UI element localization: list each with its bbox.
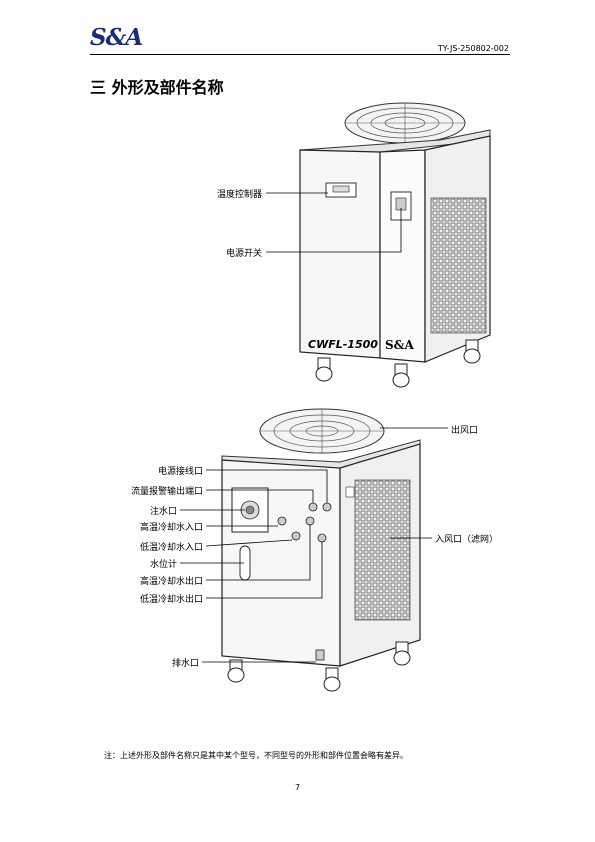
label-power-terminal: 电源接线口 — [157, 467, 203, 477]
document-code: TY-JS-250802-002 — [437, 44, 509, 53]
side-grill — [430, 197, 487, 334]
label-temperature-controller: 温度控制器 — [216, 190, 262, 200]
label-high-temp-outlet: 高温冷却水出口 — [139, 577, 203, 587]
caster-icon — [227, 641, 411, 692]
label-low-temp-inlet: 低温冷却水入口 — [139, 543, 203, 553]
drain-valve — [315, 649, 325, 661]
footnote: 注：上述外形及部件名称只是其中某个型号，不同型号的外形和部件位置会略有差异。 — [104, 751, 408, 760]
label-drain-port: 排水口 — [171, 659, 199, 669]
water-port-icon — [277, 502, 332, 543]
front-door — [379, 149, 426, 363]
label-power-switch: 电源开关 — [225, 249, 262, 259]
label-low-temp-outlet: 低温冷却水出口 — [139, 595, 203, 605]
front-panel — [299, 149, 381, 359]
label-water-fill-port: 注水口 — [149, 507, 177, 517]
label-water-gauge: 水位计 — [149, 560, 177, 570]
label-flow-alarm-port: 流量报警输出端口 — [130, 487, 203, 497]
caster-icon — [315, 339, 481, 388]
page-number: 7 — [294, 783, 301, 792]
label-air-inlet-filter: 入风口（滤网） — [435, 535, 499, 545]
front-view-unit: CWFL-1500 S&A — [266, 102, 491, 388]
brand-logo: S&A — [90, 24, 143, 51]
header-divider — [90, 54, 510, 55]
label-air-outlet: 出风口 — [451, 426, 479, 436]
label-high-temp-inlet: 高温冷却水入口 — [139, 523, 203, 533]
model-label: CWFL-1500 — [308, 338, 378, 351]
rear-view-unit — [180, 408, 448, 692]
brand-label: S&A — [385, 338, 415, 352]
section-title: 三 外形及部件名称 — [90, 78, 224, 97]
air-inlet-filter — [354, 479, 411, 621]
